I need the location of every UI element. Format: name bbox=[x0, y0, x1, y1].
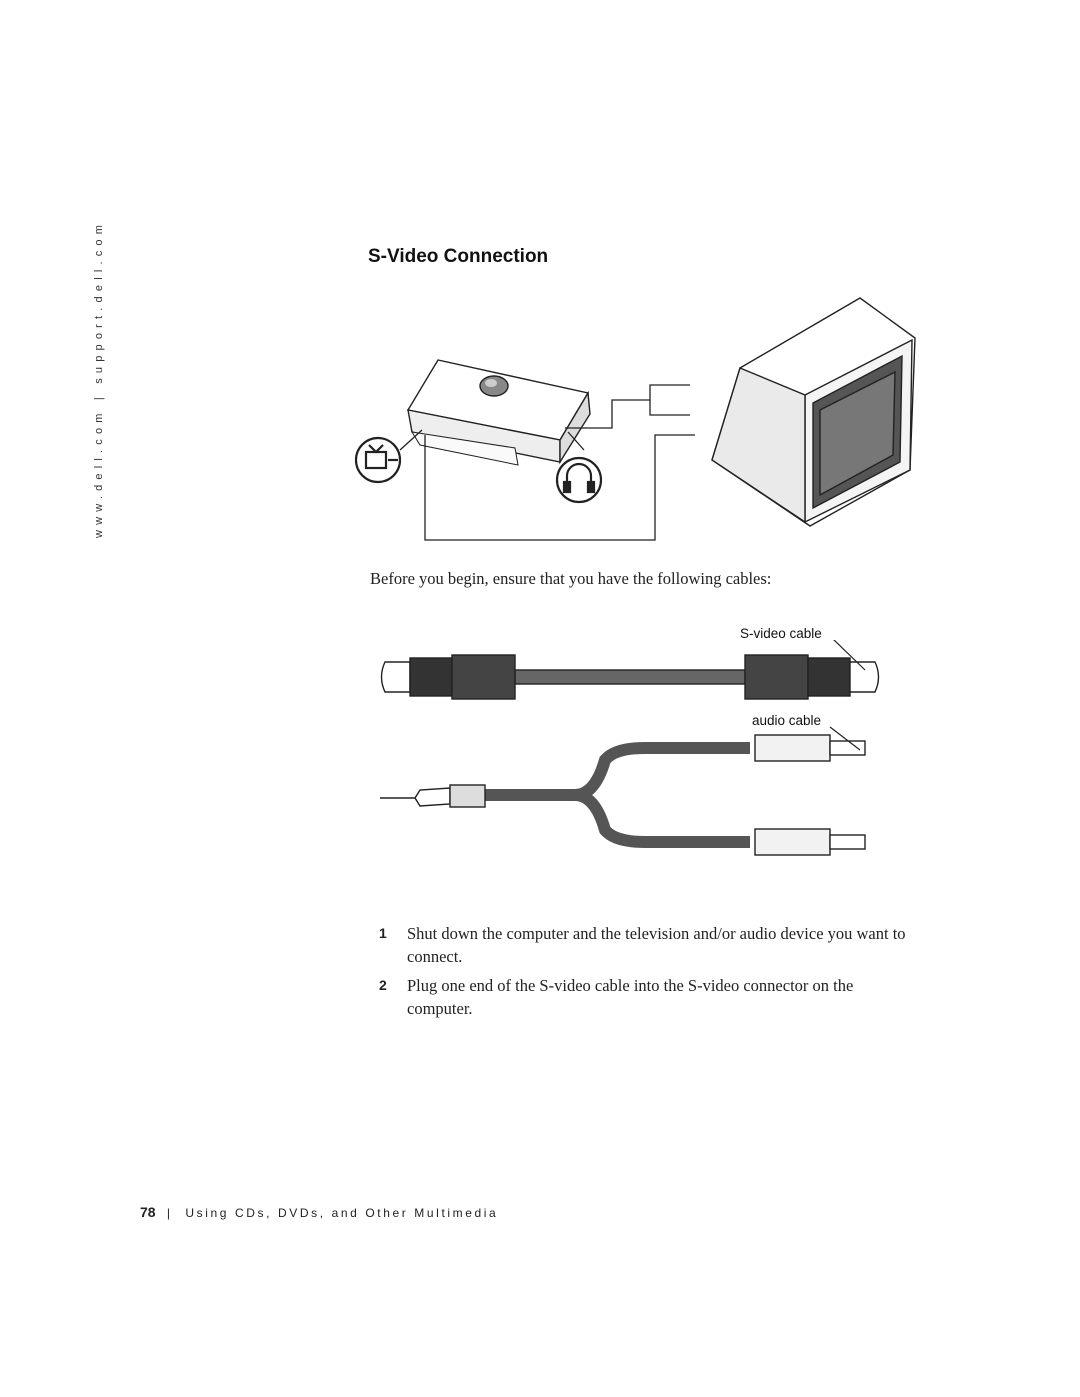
steps-list: 1 Shut down the computer and the televis… bbox=[370, 922, 910, 1026]
step-item: 1 Shut down the computer and the televis… bbox=[370, 922, 910, 968]
connection-diagram bbox=[354, 297, 916, 541]
laptop-illustration bbox=[406, 359, 591, 466]
step-number: 1 bbox=[379, 925, 387, 941]
step-text: Shut down the computer and the televisio… bbox=[407, 924, 906, 966]
footer-separator: | bbox=[166, 1206, 171, 1220]
cables-illustration bbox=[380, 640, 880, 856]
page-footer: 78 | Using CDs, DVDs, and Other Multimed… bbox=[140, 1204, 498, 1220]
chapter-title: Using CDs, DVDs, and Other Multimedia bbox=[185, 1206, 499, 1220]
step-number: 2 bbox=[379, 977, 387, 993]
headphones-icon bbox=[555, 456, 603, 504]
page-number: 78 bbox=[140, 1204, 156, 1220]
intro-text: Before you begin, ensure that you have t… bbox=[370, 569, 772, 588]
step-item: 2 Plug one end of the S-video cable into… bbox=[370, 974, 910, 1020]
section-heading: S-Video Connection bbox=[368, 246, 549, 267]
svideo-cable-image bbox=[380, 654, 880, 700]
side-url: www.dell.com | support.dell.com bbox=[93, 219, 105, 538]
connection-cables bbox=[399, 384, 695, 541]
label-leaders bbox=[829, 640, 866, 751]
step-text: Plug one end of the S-video cable into t… bbox=[407, 976, 854, 1018]
svideo-cable-label: S-video cable bbox=[740, 626, 822, 641]
tv-out-icon bbox=[354, 436, 402, 484]
audio-cable-label: audio cable bbox=[752, 713, 822, 728]
audio-cable-image bbox=[380, 734, 866, 856]
tv-illustration bbox=[711, 297, 916, 527]
